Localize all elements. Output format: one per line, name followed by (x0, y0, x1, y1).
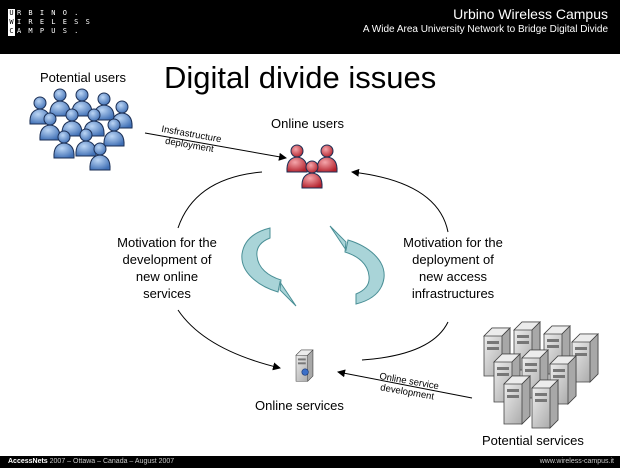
footer-url[interactable]: www.wireless-campus.it (539, 458, 614, 465)
cycle-arrow-left (241, 227, 297, 307)
potential-users-label: Potential users (40, 70, 126, 85)
header-bar (0, 0, 620, 54)
header-title: Urbino Wireless Campus (453, 6, 608, 22)
motivation-left-text: Motivation for the development of new on… (117, 235, 217, 301)
potential-users-icon (29, 88, 133, 171)
online-services-label: Online services (255, 398, 344, 413)
cycle-arc-bottom-right (361, 321, 449, 361)
cycle-arrow-right (329, 225, 385, 305)
cycle-arc-top-left (177, 171, 263, 229)
potential-services-label: Potential services (482, 433, 584, 448)
slide-title: Digital divide issues (164, 60, 437, 95)
online-server-icon (295, 349, 314, 382)
footer-event: AccessNets 2007 – Ottawa – Canada – Augu… (8, 458, 175, 465)
infrastructure-deployment-arrow (144, 132, 287, 161)
header-subtitle: A Wide Area University Network to Bridge… (362, 24, 608, 35)
online-users-icon (286, 144, 338, 189)
cycle-arc-bottom-left (177, 309, 281, 371)
footer-bar: AccessNets 2007 – Ottawa – Canada – Augu… (0, 456, 620, 468)
motivation-right-text: Motivation for the deployment of new acc… (403, 235, 503, 301)
service-development-arrow (337, 369, 473, 399)
potential-services-icon (483, 321, 599, 429)
online-users-label: Online users (271, 116, 344, 131)
cycle-arc-top-right (351, 168, 449, 233)
